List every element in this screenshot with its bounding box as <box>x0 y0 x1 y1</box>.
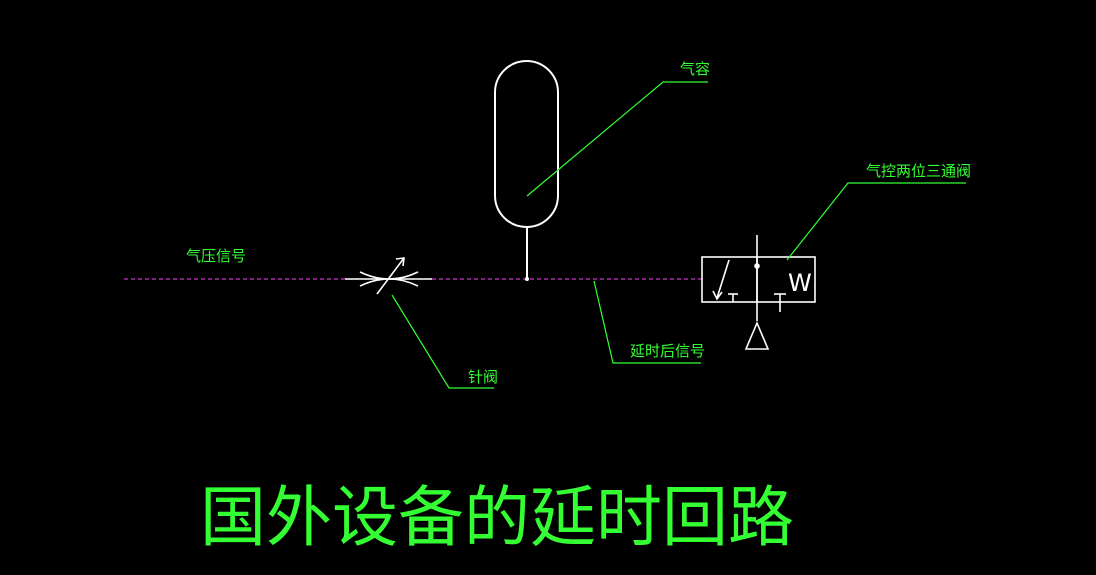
receiver-leader <box>526 81 708 197</box>
label-air-receiver: 气容 <box>680 60 710 78</box>
spring-symbol: W <box>788 269 812 297</box>
needle-valve-leader <box>391 294 494 389</box>
label-pilot-3-2-valve: 气控两位三通阀 <box>866 162 971 180</box>
label-air-pressure-signal: 气压信号 <box>186 247 246 265</box>
diagram-title: 国外设备的延时回路 <box>200 479 794 556</box>
valve-3-2-leader <box>786 182 966 261</box>
delayed-signal-leader <box>593 280 701 364</box>
air-receiver-symbol <box>494 60 559 278</box>
junction-dot <box>525 277 529 281</box>
label-needle-valve: 针阀 <box>468 368 498 386</box>
label-delayed-signal: 延时后信号 <box>630 342 705 360</box>
needle-valve-symbol <box>345 257 432 295</box>
pilot-3-2-valve-symbol <box>701 235 816 350</box>
